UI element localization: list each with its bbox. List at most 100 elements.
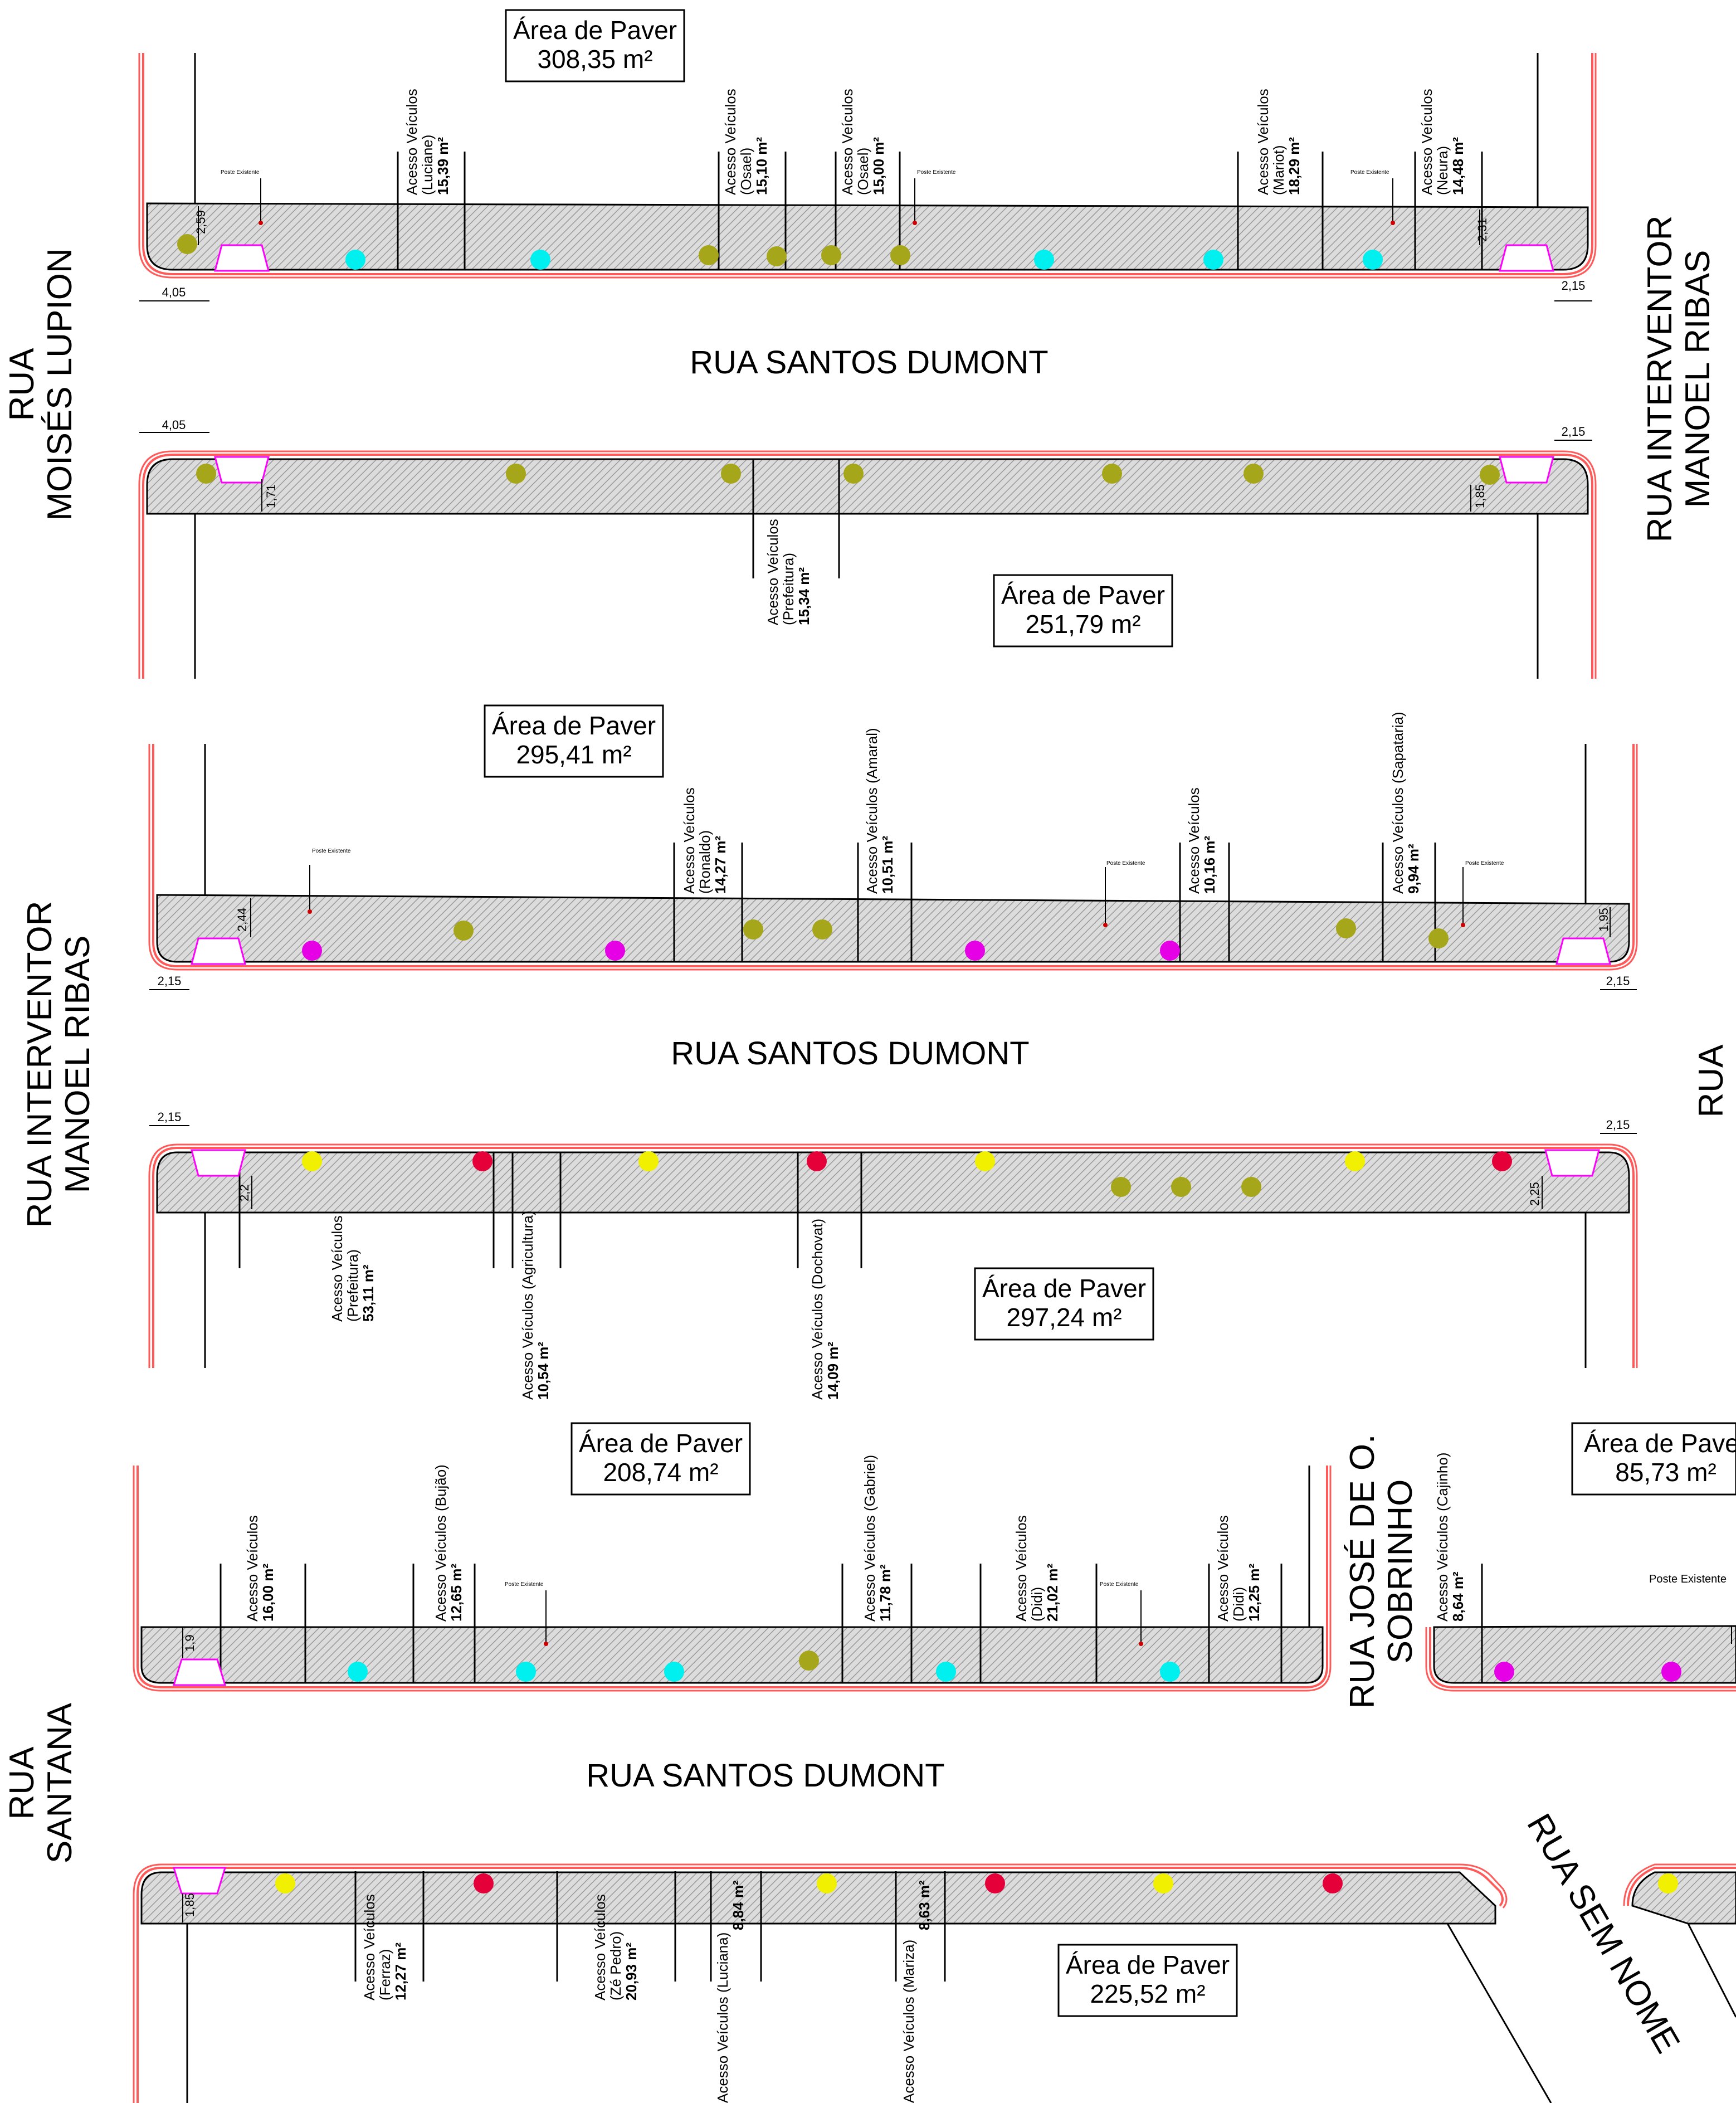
pole-label: Poste Existente: [917, 169, 956, 176]
access-label: Acesso Veículos(Prefeitura)53,11 m²: [329, 1215, 377, 1322]
pole-label: Poste Existente: [505, 1581, 544, 1588]
svg-text:1,85: 1,85: [183, 1893, 197, 1917]
svg-text:(Zé Pedro): (Zé Pedro): [607, 1931, 624, 2000]
svg-text:85,73 m²: 85,73 m²: [1615, 1458, 1717, 1487]
svg-text:1,95: 1,95: [1597, 908, 1611, 932]
svg-text:RUA INTERVENTOR: RUA INTERVENTOR: [1641, 216, 1679, 543]
svg-text:Acesso Veículos: Acesso Veículos: [722, 89, 739, 195]
curb: [138, 53, 1597, 279]
access-label: Acesso Veículos (Agricultura)10,54 m²: [519, 1210, 552, 1400]
curb: [1623, 1863, 1736, 1906]
svg-text:Acesso Veículos: Acesso Veículos: [329, 1215, 345, 1322]
ramp: [191, 937, 246, 965]
access-label: Acesso Veículos (Bujão)12,65 m²: [432, 1464, 465, 1622]
svg-text:Acesso Veículos: Acesso Veículos: [1215, 1515, 1231, 1622]
street-name-santos-dumont: RUA SANTOS DUMONT: [671, 1035, 1029, 1072]
svg-text:(Ronaldo): (Ronaldo): [696, 830, 713, 894]
trees: [196, 464, 1500, 485]
dimension-labels: 4,05 2,15 2,59 2,31 4,05 2,15 1,71 1,85 …: [158, 210, 1630, 1917]
svg-text:10,16 m²: 10,16 m²: [1201, 836, 1218, 894]
paver-area-box: Área de Paver 295,41 m²: [484, 704, 664, 778]
svg-text:308,35 m²: 308,35 m²: [537, 45, 652, 74]
svg-text:Área de Paver: Área de Paver: [982, 1274, 1146, 1303]
svg-text:8,84 m²: 8,84 m²: [730, 1880, 747, 1930]
access-labels: Acesso Veículos(Luciane)15,39 m² Acesso …: [244, 89, 1466, 2103]
svg-text:2,15: 2,15: [1562, 425, 1586, 439]
trees: [348, 1651, 1180, 1682]
svg-text:Acesso Veículos (Bujão): Acesso Veículos (Bujão): [432, 1464, 449, 1622]
street-name-interventor-right: RUA INTERVENTOR MANOEL RIBAS: [1641, 216, 1717, 543]
svg-text:15,34 m²: 15,34 m²: [796, 567, 812, 625]
ramp: [214, 244, 270, 272]
svg-text:2,2: 2,2: [237, 1184, 251, 1201]
svg-text:14,27 m²: 14,27 m²: [712, 836, 729, 894]
svg-text:(Didi): (Didi): [1028, 1587, 1045, 1622]
pole-label: Poste Existente: [1649, 1573, 1727, 1585]
svg-text:SANTANA: SANTANA: [41, 1702, 79, 1863]
driveways: [354, 1871, 946, 1982]
svg-text:8,63 m²: 8,63 m²: [916, 1880, 933, 1930]
svg-text:(Didi): (Didi): [1230, 1587, 1247, 1622]
svg-text:4,05: 4,05: [162, 285, 186, 299]
driveways: [673, 843, 1436, 962]
svg-text:MANOEL RIBAS: MANOEL RIBAS: [58, 936, 97, 1194]
svg-text:16,00 m²: 16,00 m²: [260, 1564, 276, 1622]
curb: [133, 1466, 1332, 1692]
ramp: [1499, 456, 1554, 484]
curb: [152, 1147, 1635, 1368]
driveways: [220, 1564, 1283, 1683]
dimensions: [139, 206, 1592, 301]
svg-text:RUA JOSÉ DE O.: RUA JOSÉ DE O.: [1343, 1434, 1382, 1709]
pole-label: Poste Existente: [221, 169, 260, 176]
access-label: Acesso Veículos(Didi)21,02 m²: [1013, 1515, 1061, 1622]
curb: [136, 1867, 1504, 2103]
pole-label: Poste Existente: [1465, 860, 1504, 866]
paver-area-box: Área de Paver 308,35 m²: [505, 9, 685, 82]
sidewalk: [140, 1626, 1324, 1684]
svg-text:2,31: 2,31: [1475, 218, 1489, 242]
strip-6: [133, 1863, 1552, 2103]
curb: [133, 1863, 1508, 2103]
street-name-moises-lupion: RUA MOISÉS LUPION: [3, 248, 79, 520]
paver-area-box: Área de Paver 297,24 m²: [974, 1267, 1154, 1341]
svg-text:Acesso Veículos (Luciana): Acesso Veículos (Luciana): [714, 1932, 731, 2103]
dimensions: [149, 898, 1637, 990]
dimensions: [139, 432, 1592, 512]
svg-text:18,29 m²: 18,29 m²: [1286, 137, 1303, 195]
svg-text:Área de Paver: Área de Paver: [1584, 1429, 1736, 1458]
svg-text:2,15: 2,15: [1606, 974, 1630, 988]
svg-text:15,10 m²: 15,10 m²: [753, 137, 770, 195]
svg-text:12,27 m²: 12,27 m²: [392, 1943, 409, 2000]
svg-text:Acesso Veículos: Acesso Veículos: [361, 1894, 378, 2000]
curb: [1429, 1627, 1736, 1688]
trees: [177, 234, 1383, 270]
svg-text:20,93 m²: 20,93 m²: [623, 1943, 640, 2000]
svg-text:2,15: 2,15: [158, 974, 182, 988]
curb: [152, 744, 1635, 967]
curb: [138, 450, 1597, 679]
svg-text:Área de Paver: Área de Paver: [579, 1429, 743, 1458]
svg-text:RUA INTERVENTOR: RUA INTERVENTOR: [21, 901, 59, 1228]
svg-text:4,05: 4,05: [162, 418, 186, 432]
ramp: [1544, 1149, 1600, 1177]
street-name-santana-left: RUA SANTANA: [3, 1702, 79, 1863]
access-label: Acesso Veículos(Neura)14,48 m²: [1418, 89, 1466, 195]
svg-text:(Mariot): (Mariot): [1270, 145, 1287, 195]
sidewalk: [146, 202, 1589, 271]
pole-labels: Poste Existente Poste Existente Poste Ex…: [221, 169, 1727, 1588]
poles: [259, 178, 1395, 225]
trees: [302, 918, 1449, 961]
svg-text:297,24 m²: 297,24 m²: [1006, 1303, 1121, 1332]
svg-text:10,54 m²: 10,54 m²: [535, 1342, 552, 1400]
svg-text:Acesso Veículos: Acesso Veículos: [1255, 89, 1271, 195]
access-label: Acesso Veículos (Dochovat)14,09 m²: [809, 1219, 841, 1400]
svg-text:Acesso Veículos: Acesso Veículos: [764, 519, 781, 625]
svg-text:15,00 m²: 15,00 m²: [870, 137, 887, 195]
svg-text:15,39 m²: 15,39 m²: [435, 137, 451, 195]
access-label: Acesso Veículos(Osael)15,00 m²: [839, 89, 887, 195]
svg-text:2,44: 2,44: [235, 908, 249, 932]
svg-text:Acesso Veículos: Acesso Veículos: [1186, 787, 1202, 894]
svg-text:Acesso Veículos: Acesso Veículos: [403, 89, 420, 195]
